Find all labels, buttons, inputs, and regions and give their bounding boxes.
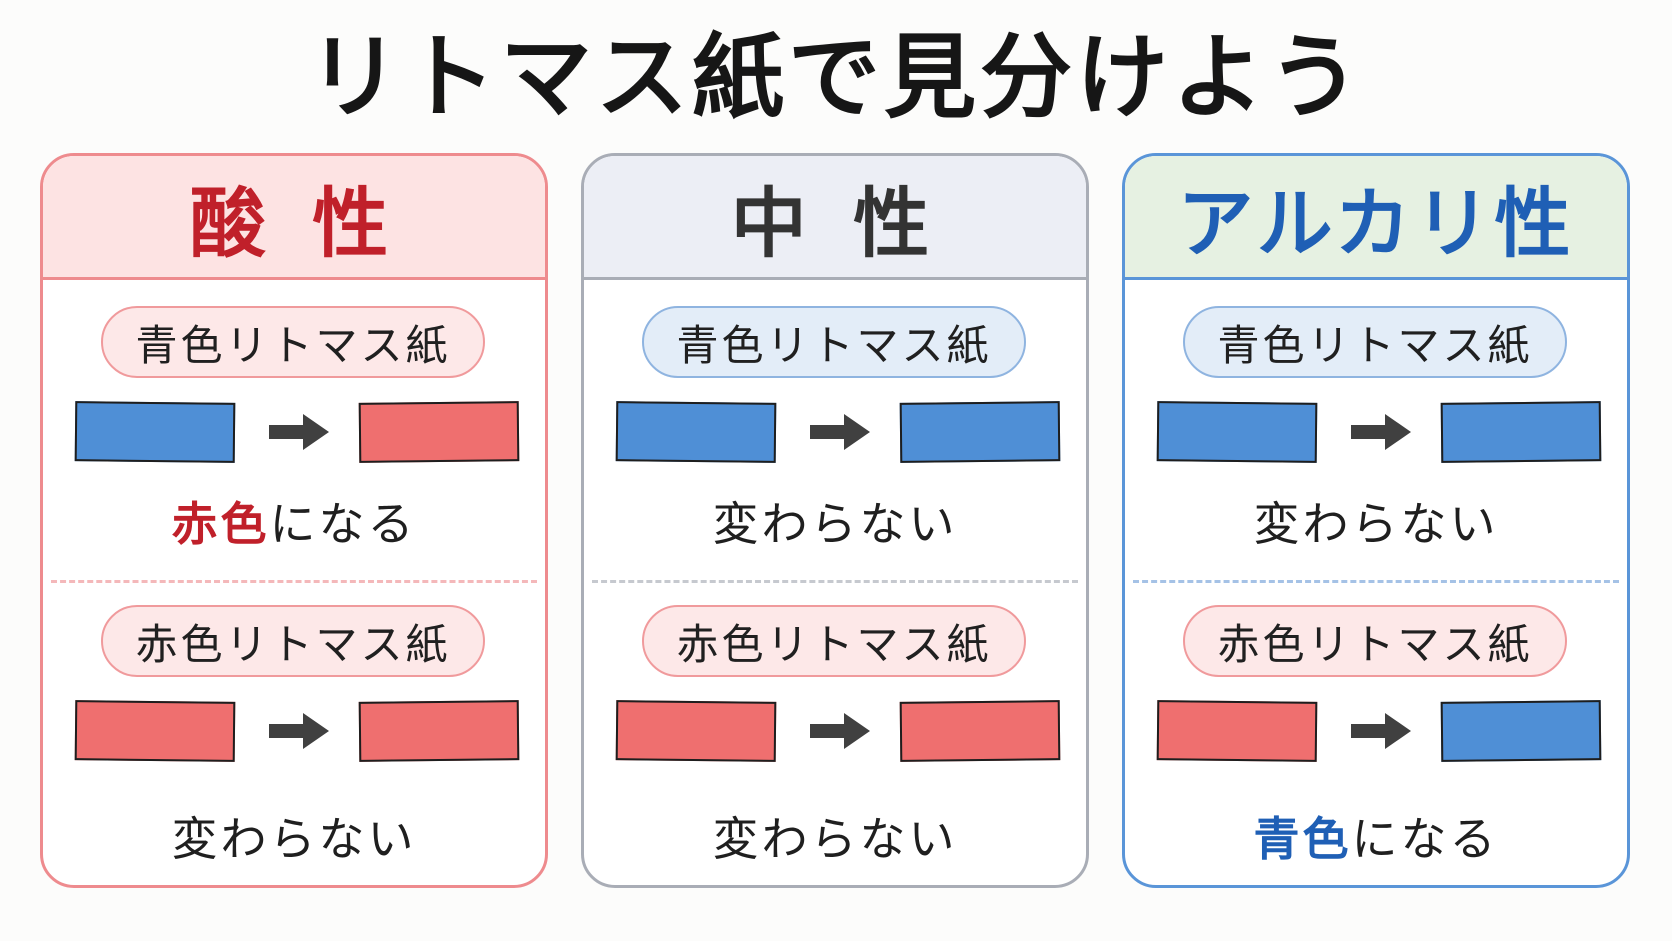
paper-label-text: 青色リトマス紙: [135, 320, 451, 370]
red-litmus-paper-label: 赤色リトマス紙: [101, 605, 485, 677]
section-divider: [1133, 580, 1619, 583]
alkali-panel: アルカリ性 青色リトマス紙 変わらない 赤色リトマス紙 青色になる: [1122, 153, 1630, 888]
neutral-panel: 中 性 青色リトマス紙 変わらない 赤色リトマス紙 変わらない: [581, 153, 1089, 888]
red-litmus-paper-label: 赤色リトマス紙: [1183, 605, 1567, 677]
after-paper-strip: [358, 401, 520, 463]
red-litmus-paper-label: 赤色リトマス紙: [642, 605, 1026, 677]
paper-label-text: 赤色リトマス紙: [1217, 619, 1533, 669]
right-arrow-icon: [1351, 713, 1411, 749]
acid-header-label: 酸 性: [189, 178, 399, 268]
alkali-panel-header: アルカリ性: [1125, 156, 1627, 280]
alkali-header-label: アルカリ性: [1177, 178, 1575, 268]
before-paper-strip: [1156, 700, 1318, 762]
neutral-header-label: 中 性: [730, 178, 940, 268]
before-paper-strip: [1156, 401, 1318, 463]
section-divider: [51, 580, 537, 583]
result-text: 変わらない: [43, 803, 545, 869]
before-paper-strip: [615, 700, 777, 762]
acid-panel: 酸 性 青色リトマス紙 赤色になる 赤色リトマス紙 変わらない: [40, 153, 548, 888]
after-paper-strip: [1440, 700, 1602, 762]
acid-blue-paper-section: 青色リトマス紙 赤色になる: [43, 280, 545, 580]
result-rest: になる: [1351, 812, 1499, 866]
section-divider: [592, 580, 1078, 583]
result-rest: 変わらない: [1253, 497, 1499, 551]
result-rest: 変わらない: [712, 812, 958, 866]
after-paper-strip: [1440, 401, 1602, 463]
right-arrow-icon: [269, 414, 329, 450]
page-title: リトマス紙で見分けよう: [307, 24, 1364, 131]
result-text: 変わらない: [584, 488, 1086, 554]
result-rest: になる: [269, 497, 417, 551]
paper-label-text: 青色リトマス紙: [1217, 320, 1533, 370]
neutral-panel-header: 中 性: [584, 156, 1086, 280]
result-text: 変わらない: [1125, 488, 1627, 554]
after-paper-strip: [358, 700, 520, 762]
right-arrow-icon: [810, 414, 870, 450]
neutral-red-paper-section: 赤色リトマス紙 変わらない: [584, 583, 1086, 885]
blue-litmus-paper-label: 青色リトマス紙: [642, 306, 1026, 378]
blue-litmus-paper-label: 青色リトマス紙: [101, 306, 485, 378]
neutral-blue-paper-section: 青色リトマス紙 変わらない: [584, 280, 1086, 580]
result-text: 赤色になる: [43, 488, 545, 554]
result-rest: 変わらない: [712, 497, 958, 551]
paper-label-text: 赤色リトマス紙: [135, 619, 451, 669]
paper-label-text: 青色リトマス紙: [676, 320, 992, 370]
after-paper-strip: [899, 700, 1061, 762]
alkali-blue-paper-section: 青色リトマス紙 変わらない: [1125, 280, 1627, 580]
result-rest: 変わらない: [171, 812, 417, 866]
before-paper-strip: [74, 401, 236, 463]
result-text: 青色になる: [1125, 803, 1627, 869]
result-text: 変わらない: [584, 803, 1086, 869]
right-arrow-icon: [810, 713, 870, 749]
right-arrow-icon: [269, 713, 329, 749]
alkali-red-paper-section: 赤色リトマス紙 青色になる: [1125, 583, 1627, 885]
paper-label-text: 赤色リトマス紙: [676, 619, 992, 669]
acid-panel-header: 酸 性: [43, 156, 545, 280]
right-arrow-icon: [1351, 414, 1411, 450]
acid-red-paper-section: 赤色リトマス紙 変わらない: [43, 583, 545, 885]
before-paper-strip: [74, 700, 236, 762]
result-highlight: 赤色: [171, 497, 270, 551]
blue-litmus-paper-label: 青色リトマス紙: [1183, 306, 1567, 378]
before-paper-strip: [615, 401, 777, 463]
after-paper-strip: [899, 401, 1061, 463]
result-highlight: 青色: [1253, 812, 1352, 866]
